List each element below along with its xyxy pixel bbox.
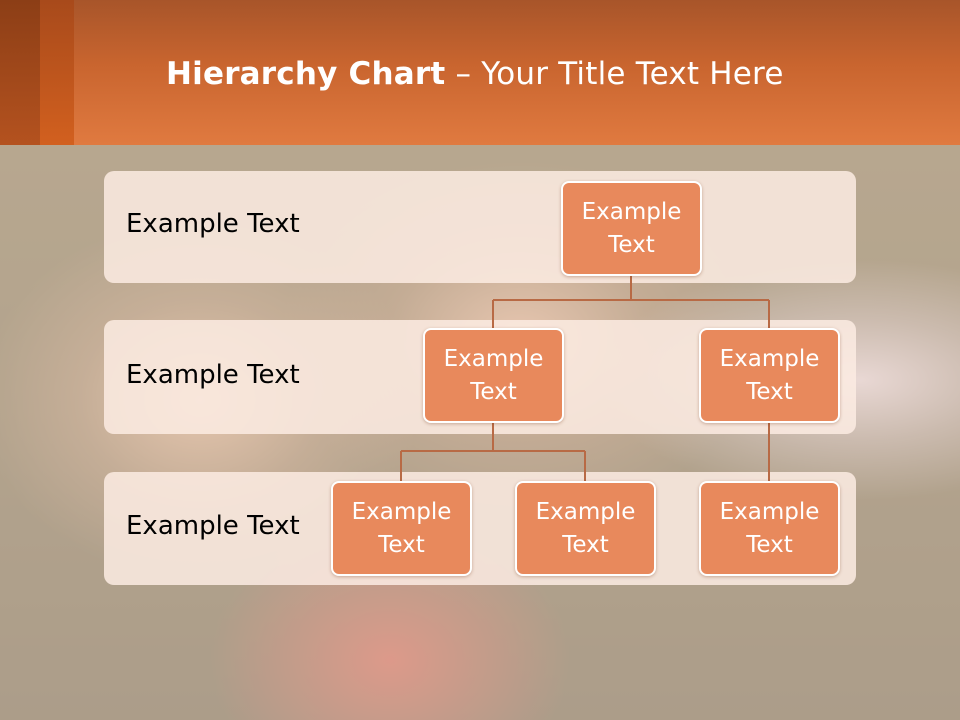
node-label: Example Text bbox=[719, 345, 820, 405]
slide-title-rest: Your Title Text Here bbox=[481, 56, 784, 92]
node-label: Example Text bbox=[443, 345, 544, 405]
node-level2-left[interactable]: Example Text bbox=[423, 328, 564, 423]
level-label: Example Text bbox=[126, 511, 300, 541]
slide-title-bold: Hierarchy Chart bbox=[166, 56, 446, 92]
node-label: Example Text bbox=[351, 498, 452, 558]
header-accent-stripe bbox=[0, 0, 40, 145]
node-level3-c[interactable]: Example Text bbox=[699, 481, 840, 576]
node-label: Example Text bbox=[581, 198, 682, 258]
title-bar: Hierarchy Chart – Your Title Text Here bbox=[0, 0, 960, 145]
node-level3-a[interactable]: Example Text bbox=[331, 481, 472, 576]
slide-title-separator: – bbox=[445, 56, 482, 92]
level-band-1: Example Text bbox=[104, 171, 856, 283]
node-level2-right[interactable]: Example Text bbox=[699, 328, 840, 423]
level-label: Example Text bbox=[126, 360, 300, 390]
node-label: Example Text bbox=[535, 498, 636, 558]
node-level3-b[interactable]: Example Text bbox=[515, 481, 656, 576]
node-label: Example Text bbox=[719, 498, 820, 558]
connector-left-to-level3 bbox=[400, 422, 586, 482]
node-root[interactable]: Example Text bbox=[561, 181, 702, 276]
header-accent-stripe bbox=[40, 0, 74, 145]
level-label: Example Text bbox=[126, 209, 300, 239]
connector-root-to-level2 bbox=[492, 274, 770, 330]
slide-title: Hierarchy Chart – Your Title Text Here bbox=[166, 56, 784, 92]
